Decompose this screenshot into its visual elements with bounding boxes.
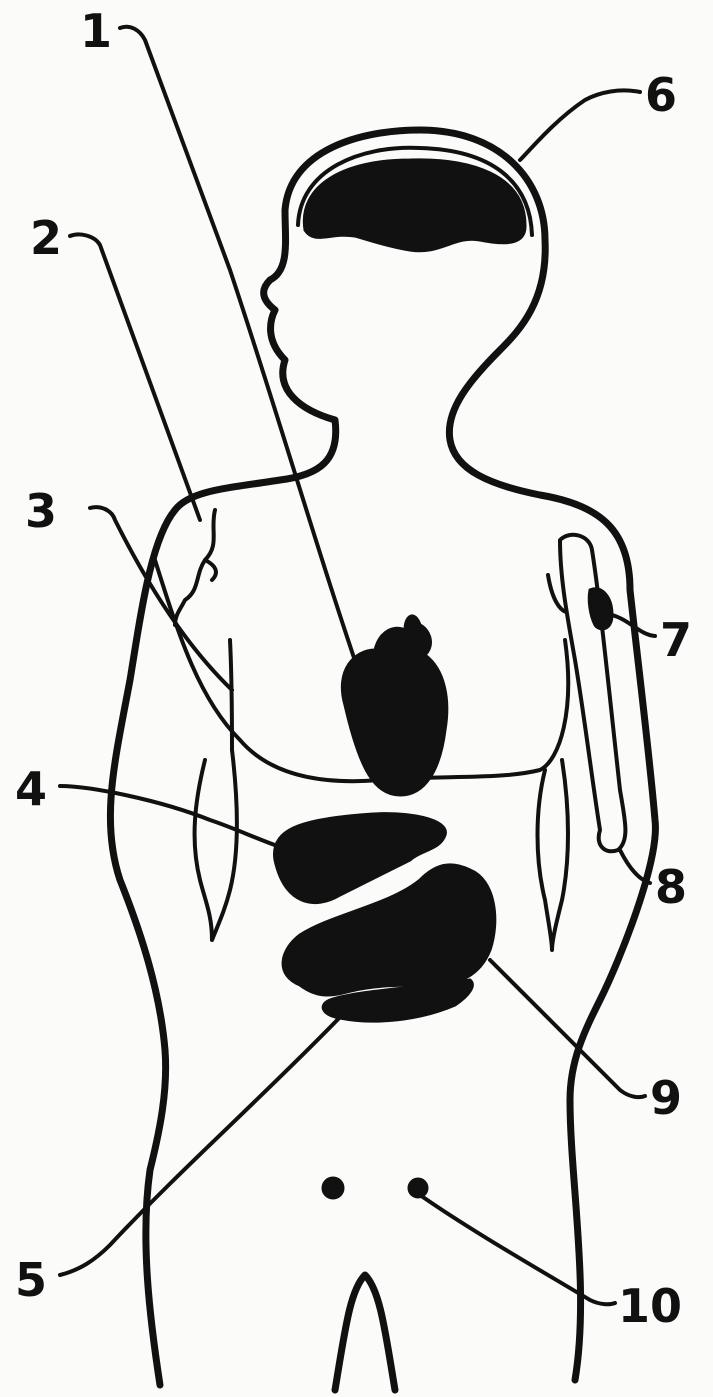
left-breast-line [230, 640, 232, 750]
legs-inner-line [335, 1275, 395, 1390]
left-kidney-dot [323, 1178, 343, 1198]
label-6: 6 [645, 72, 677, 118]
label-4: 4 [15, 766, 47, 812]
left-arm-inner-line [195, 750, 237, 940]
label-3: 3 [25, 488, 57, 534]
leader-10 [420, 1195, 615, 1304]
label-5: 5 [15, 1257, 47, 1303]
label-10: 10 [618, 1283, 682, 1329]
heart-organ [342, 616, 446, 795]
leader-4 [60, 786, 290, 850]
leader-9 [490, 960, 645, 1097]
label-9: 9 [650, 1075, 682, 1121]
label-2: 2 [30, 215, 62, 261]
brain-organ [304, 160, 525, 251]
right-arm-inner-line [538, 760, 569, 950]
lymph-vessels [175, 510, 216, 625]
muscle-shading [589, 589, 612, 629]
label-8: 8 [655, 864, 687, 910]
label-1: 1 [80, 8, 112, 54]
leader-2 [70, 234, 200, 520]
label-7: 7 [660, 617, 692, 663]
leader-1 [120, 27, 365, 690]
leader-5 [60, 1012, 345, 1275]
right-kidney-dot [409, 1179, 427, 1197]
leader-6 [520, 90, 640, 160]
